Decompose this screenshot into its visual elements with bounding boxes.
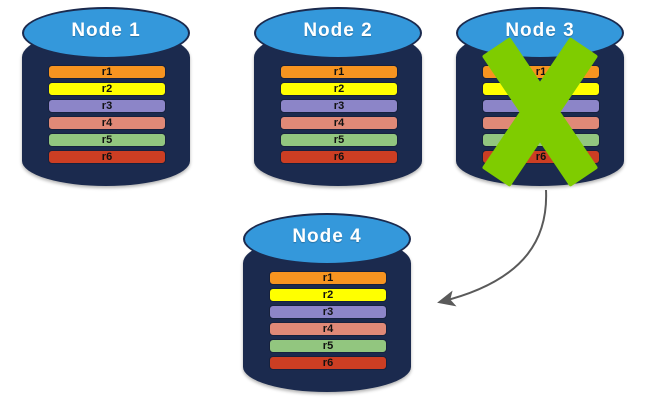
node-2-row-r1: r1 <box>280 65 398 79</box>
node-2[interactable]: Node 2 r1 r2 r3 r4 r5 r6 <box>254 4 422 186</box>
node-3-row-r1: r1 <box>482 65 600 79</box>
node-1-rows: r1 r2 r3 r4 r5 r6 <box>48 65 166 164</box>
node-3-row-r4: r4 <box>482 116 600 130</box>
node-4-row-r6: r6 <box>269 356 387 370</box>
node-1-title: Node 1 <box>71 20 141 41</box>
node-2-row-r5: r5 <box>280 133 398 147</box>
node-4-row-r2: r2 <box>269 288 387 302</box>
node-3-row-r3: r3 <box>482 99 600 113</box>
node-3-title: Node 3 <box>505 20 575 41</box>
node-1-row-r3: r3 <box>48 99 166 113</box>
node-2-row-r6: r6 <box>280 150 398 164</box>
node-2-title: Node 2 <box>303 20 373 41</box>
node-3-row-r2: r2 <box>482 82 600 96</box>
node-2-rows: r1 r2 r3 r4 r5 r6 <box>280 65 398 164</box>
node-4[interactable]: Node 4 r1 r2 r3 r4 r5 r6 <box>243 210 411 392</box>
node-4-row-r1: r1 <box>269 271 387 285</box>
node-1-row-r1: r1 <box>48 65 166 79</box>
arrow-path <box>437 189 548 307</box>
node-1-row-r6: r6 <box>48 150 166 164</box>
node-1-row-r2: r2 <box>48 82 166 96</box>
node-4-rows: r1 r2 r3 r4 r5 r6 <box>269 271 387 370</box>
node-4-row-r4: r4 <box>269 322 387 336</box>
node-1[interactable]: Node 1 r1 r2 r3 r4 r5 r6 <box>22 4 190 186</box>
node-2-row-r3: r3 <box>280 99 398 113</box>
node-4-title: Node 4 <box>292 226 362 247</box>
node-2-row-r4: r4 <box>280 116 398 130</box>
node-3-rows: r1 r2 r3 r4 r5 r6 <box>482 65 600 164</box>
node-4-row-r5: r5 <box>269 339 387 353</box>
node-3-row-r6: r6 <box>482 150 600 164</box>
node-3-row-r5: r5 <box>482 133 600 147</box>
node-2-row-r2: r2 <box>280 82 398 96</box>
node-1-cylinder-top <box>22 7 190 59</box>
node-1-row-r4: r4 <box>48 116 166 130</box>
node-4-row-r3: r3 <box>269 305 387 319</box>
node-3[interactable]: Node 3 r1 r2 r3 r4 r5 r6 <box>456 4 624 188</box>
node-4-cylinder-top <box>243 213 411 265</box>
node-2-cylinder-top <box>254 7 422 59</box>
node-1-row-r5: r5 <box>48 133 166 147</box>
